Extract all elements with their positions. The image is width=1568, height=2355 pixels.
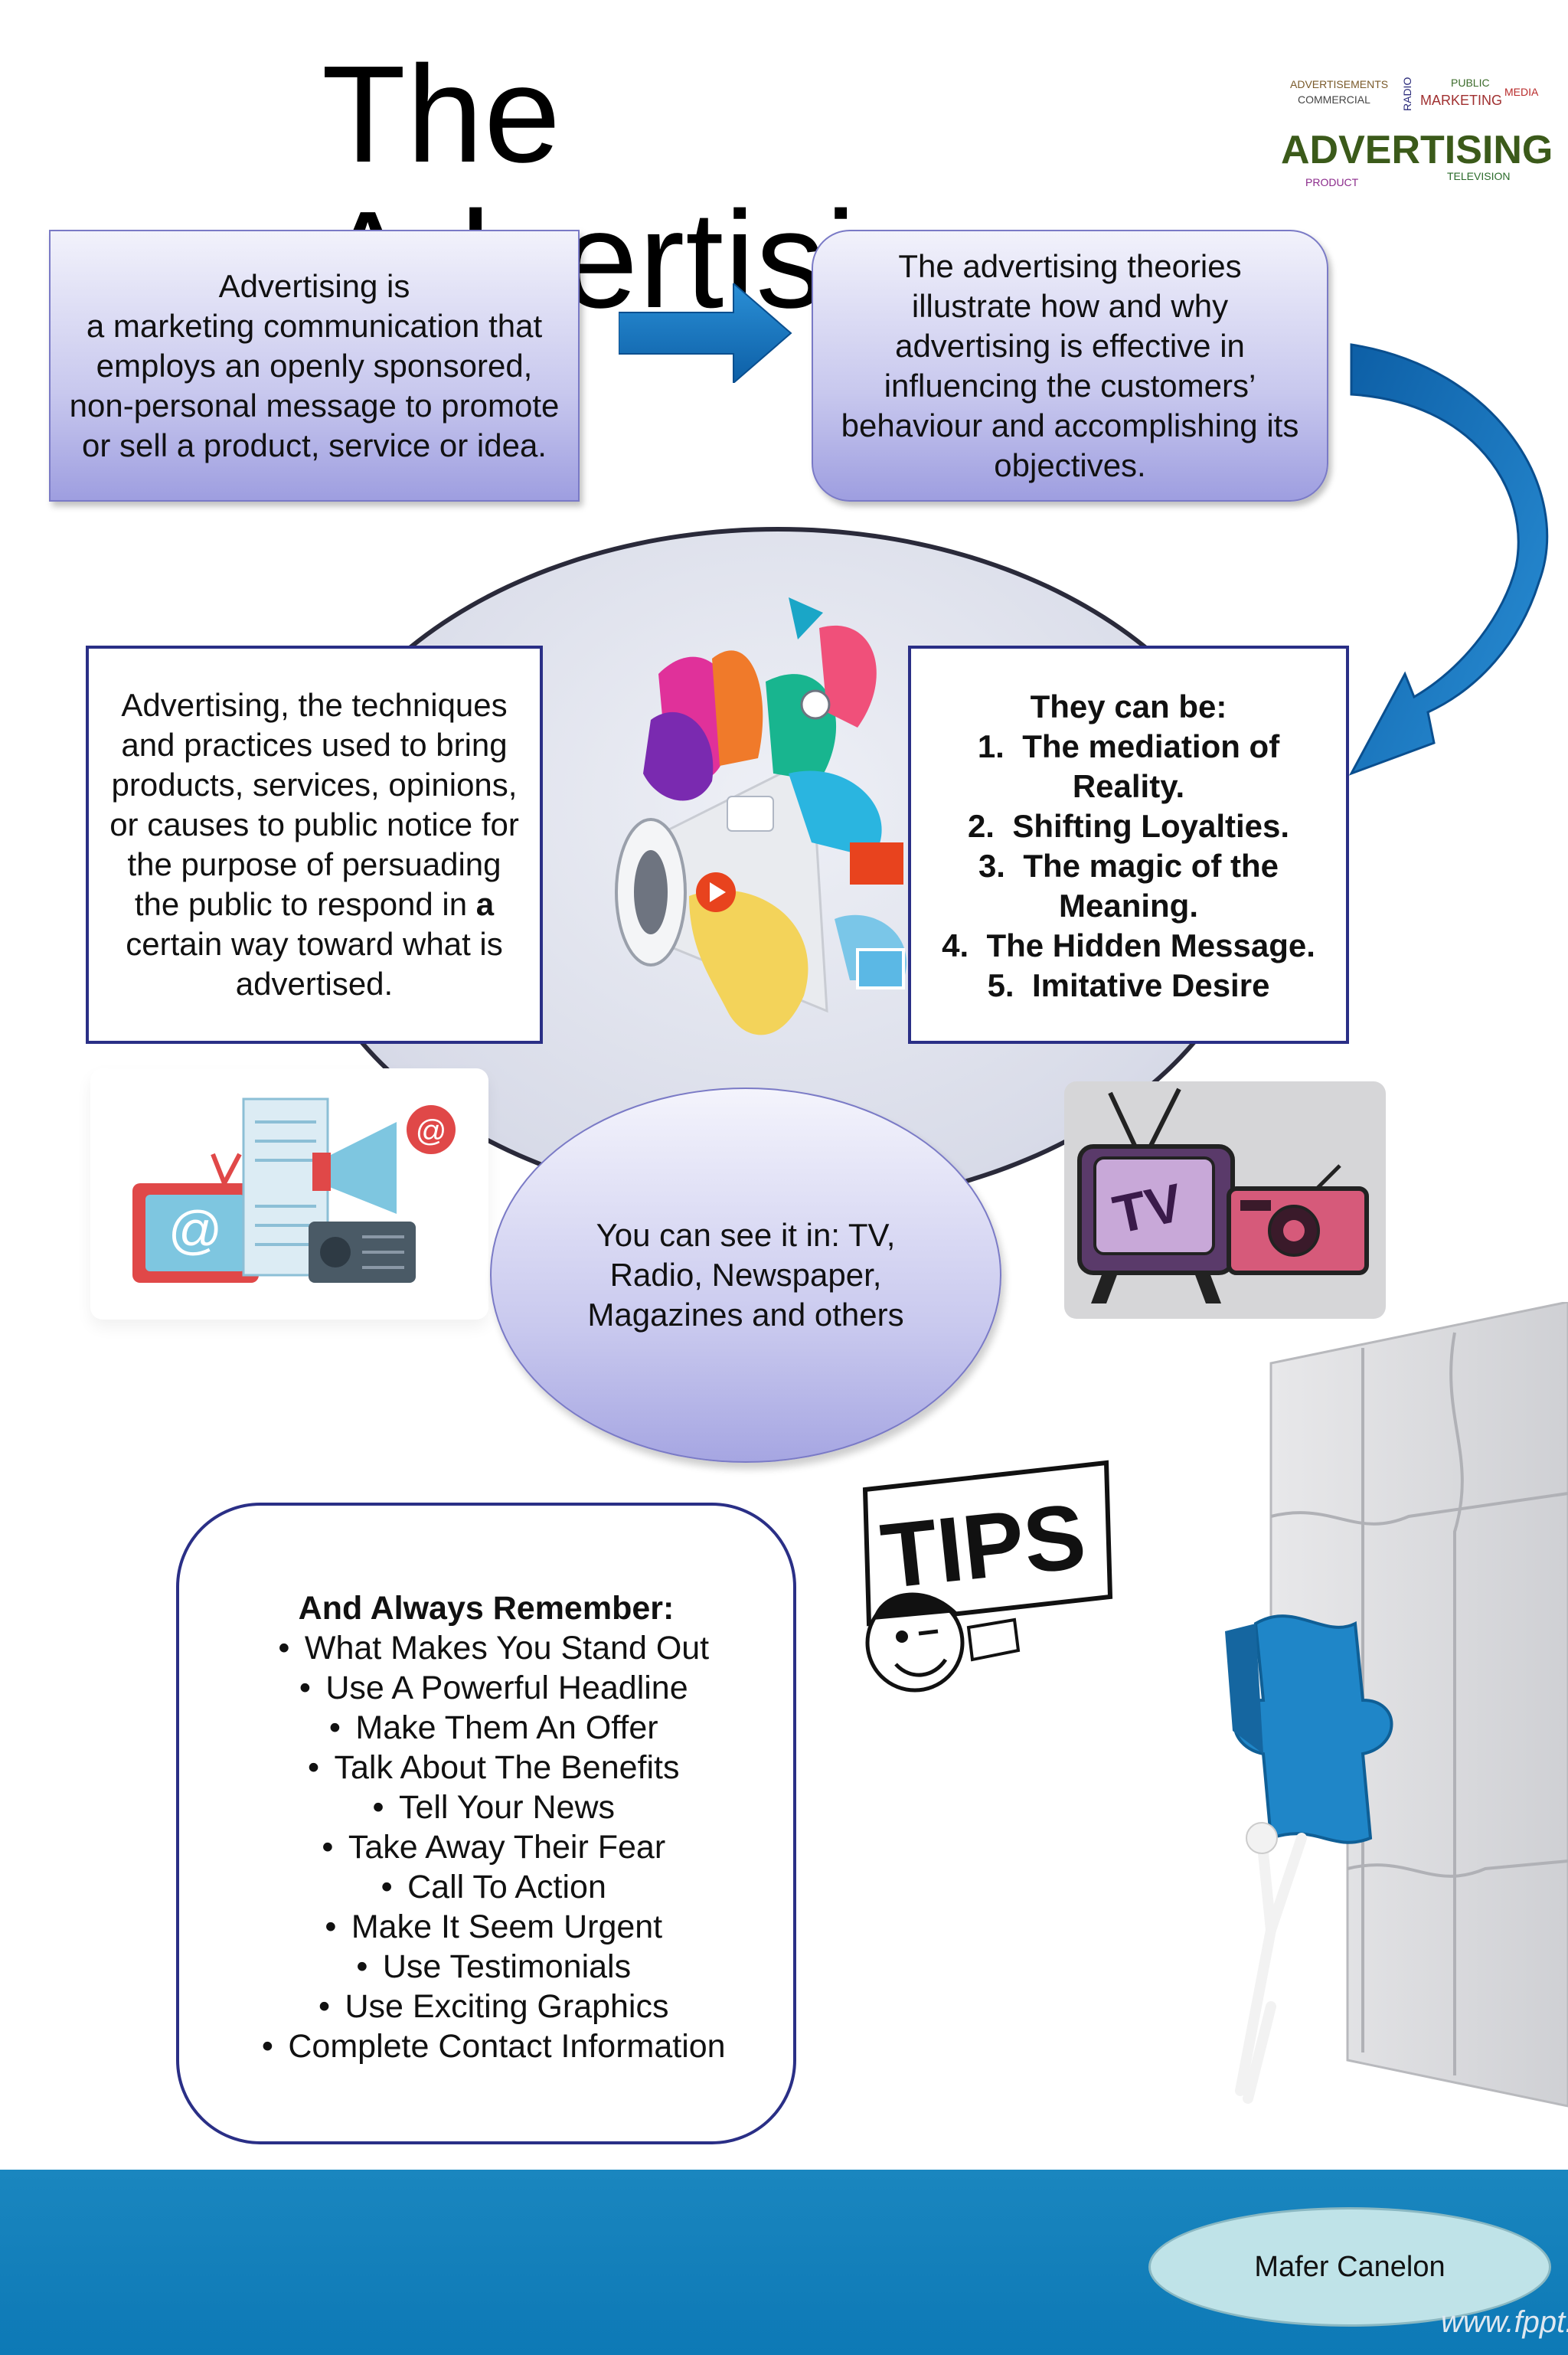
svg-text:MEDIA: MEDIA — [1504, 86, 1539, 98]
tv-label: TV — [1108, 1173, 1187, 1245]
tv-projector-illustration: TV — [1064, 1081, 1386, 1319]
list-item: •Use A Powerful Headline — [299, 1670, 688, 1706]
media-oval-text: You can see it in: TV, Radio, Newspaper,… — [587, 1217, 904, 1333]
theories-item-text: The Hidden Message. — [986, 927, 1315, 963]
remember-list: •What Makes You Stand Out •Use A Powerfu… — [179, 1628, 793, 2066]
techniques-box: Advertising, the techniques and practice… — [86, 646, 543, 1044]
theories-item-1: 1. The mediation of — [926, 727, 1331, 767]
list-item-text: Make It Seem Urgent — [351, 1909, 663, 1945]
definition-box: Advertising is a marketing communication… — [49, 230, 580, 502]
techniques-text-part1: Advertising, the techniques and practice… — [109, 687, 519, 922]
megaphone-illustration — [597, 582, 957, 1080]
logo-main-word: ADVERTISING — [1281, 128, 1553, 172]
media-icons-illustration: @ @ — [90, 1068, 488, 1320]
list-item: •Make It Seem Urgent — [325, 1909, 663, 1945]
theories-text: The advertising theories illustrate how … — [841, 247, 1299, 483]
author-badge: Mafer Canelon — [1148, 2207, 1551, 2327]
watermark: www.fppt.info — [1441, 2305, 1568, 2339]
list-item: •Complete Contact Information — [261, 2028, 726, 2065]
list-item: •Use Exciting Graphics — [318, 1988, 669, 2025]
svg-text:TELEVISION: TELEVISION — [1447, 170, 1510, 182]
list-item-text: Tell Your News — [398, 1789, 616, 1826]
list-item: •Call To Action — [381, 1869, 606, 1905]
techniques-text-part2: certain way toward what is advertised. — [126, 926, 503, 1002]
list-item-text: Take Away Their Fear — [348, 1829, 666, 1866]
list-item-text: Make Them An Offer — [355, 1709, 658, 1746]
list-item: •Use Testimonials — [356, 1948, 632, 1985]
tips-illustration: TIPS — [842, 1459, 1118, 1712]
svg-text:MARKETING: MARKETING — [1420, 93, 1502, 108]
theories-list-box: They can be: 1. The mediation of Reality… — [908, 646, 1349, 1044]
theories-item-number: 4. — [942, 927, 969, 963]
author-name: Mafer Canelon — [1254, 2250, 1446, 2283]
media-oval: You can see it in: TV, Radio, Newspaper,… — [490, 1088, 1001, 1463]
right-arrow-icon — [618, 281, 795, 385]
techniques-text-bold: a — [475, 886, 495, 922]
list-item-text: Use Testimonials — [382, 1948, 632, 1985]
curved-arrow-icon — [1344, 337, 1566, 827]
svg-text:PRODUCT: PRODUCT — [1305, 176, 1359, 188]
theories-item-3: 3. The magic of the — [926, 846, 1331, 886]
svg-text:ADVERTISEMENTS: ADVERTISEMENTS — [1290, 78, 1388, 90]
list-item: •What Makes You Stand Out — [278, 1630, 710, 1666]
list-item: •Tell Your News — [372, 1789, 616, 1826]
tips-sign-text: TIPS — [877, 1484, 1090, 1608]
theories-item-text: Shifting Loyalties. — [1012, 808, 1290, 844]
puzzle-illustration — [1179, 1300, 1568, 2167]
svg-text:@: @ — [416, 1114, 447, 1148]
theories-item-4: 4. The Hidden Message. — [926, 926, 1331, 966]
theories-item-text: Imitative Desire — [1031, 967, 1270, 1003]
techniques-text: Advertising, the techniques and practice… — [103, 685, 526, 1004]
theories-item-5: 5. Imitative Desire — [926, 966, 1331, 1006]
advertising-logo: ADVERTISEMENTS PUBLIC MEDIA COMMERCIAL M… — [1275, 65, 1562, 195]
svg-text:COMMERCIAL: COMMERCIAL — [1298, 93, 1370, 106]
list-item-text: Complete Contact Information — [288, 2028, 726, 2065]
list-item-text: Talk About The Benefits — [334, 1749, 680, 1786]
theories-item-number: 3. — [978, 848, 1005, 884]
list-item-text: Use Exciting Graphics — [345, 1988, 669, 2025]
theories-item-number: 2. — [967, 808, 995, 844]
remember-box: And Always Remember: •What Makes You Sta… — [176, 1503, 796, 2144]
theories-list-heading: They can be: — [1030, 689, 1227, 724]
theories-box: The advertising theories illustrate how … — [812, 230, 1328, 502]
theories-item-3-cont: Meaning. — [1058, 888, 1198, 924]
theories-item-text: The magic of the — [1023, 848, 1279, 884]
svg-text:RADIO: RADIO — [1401, 77, 1413, 111]
theories-item-number: 5. — [987, 967, 1014, 1003]
theories-item-text: The mediation of — [1022, 728, 1280, 764]
svg-text:PUBLIC: PUBLIC — [1451, 77, 1490, 89]
theories-item-2: 2. Shifting Loyalties. — [926, 806, 1331, 846]
svg-text:@: @ — [168, 1200, 222, 1260]
list-item: •Talk About The Benefits — [307, 1749, 680, 1786]
list-item: •Make Them An Offer — [328, 1709, 658, 1746]
theories-item-1-cont: Reality. — [1072, 768, 1185, 804]
list-item-text: Call To Action — [407, 1869, 606, 1905]
list-item: •Take Away Their Fear — [322, 1829, 666, 1866]
remember-heading: And Always Remember: — [298, 1590, 675, 1627]
definition-text: Advertising is a marketing communication… — [69, 267, 560, 463]
theories-item-number: 1. — [977, 728, 1004, 764]
list-item-text: What Makes You Stand Out — [304, 1630, 710, 1666]
list-item-text: Use A Powerful Headline — [325, 1670, 688, 1706]
